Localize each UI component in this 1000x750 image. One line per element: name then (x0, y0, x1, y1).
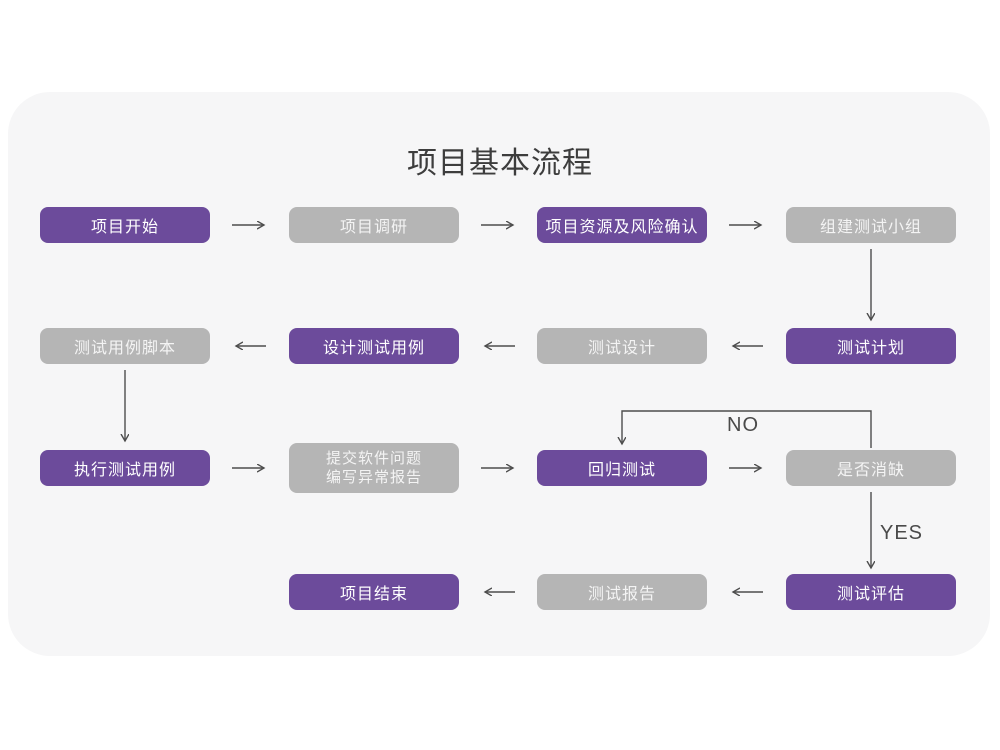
flow-node-execute-test-case: 执行测试用例 (40, 450, 210, 486)
flow-node-project-research: 项目调研 (289, 207, 459, 243)
yes-branch-label: YES (880, 522, 924, 544)
no-branch-label: NO (727, 414, 759, 436)
flow-node-design-test-case: 设计测试用例 (289, 328, 459, 364)
flow-node-test-design: 测试设计 (537, 328, 707, 364)
flow-node-resource-risk: 项目资源及风险确认 (537, 207, 707, 243)
flow-node-test-report: 测试报告 (537, 574, 707, 610)
page-title: 项目基本流程 (407, 147, 593, 180)
flow-node-defect-cleared: 是否消缺 (786, 450, 956, 486)
flow-node-test-evaluate: 测试评估 (786, 574, 956, 610)
flowchart-card (8, 92, 990, 656)
flow-node-test-case-script: 测试用例脚本 (40, 328, 210, 364)
flow-node-test-plan: 测试计划 (786, 328, 956, 364)
flow-node-submit-issue: 提交软件问题 编写异常报告 (289, 443, 459, 493)
submit-issue-line1: 提交软件问题 (325, 450, 422, 467)
submit-issue-line2: 编写异常报告 (325, 469, 422, 486)
flow-node-regression-test: 回归测试 (537, 450, 707, 486)
flow-node-build-test-team: 组建测试小组 (786, 207, 956, 243)
flow-node-project-end: 项目结束 (289, 574, 459, 610)
flow-node-project-start: 项目开始 (40, 207, 210, 243)
